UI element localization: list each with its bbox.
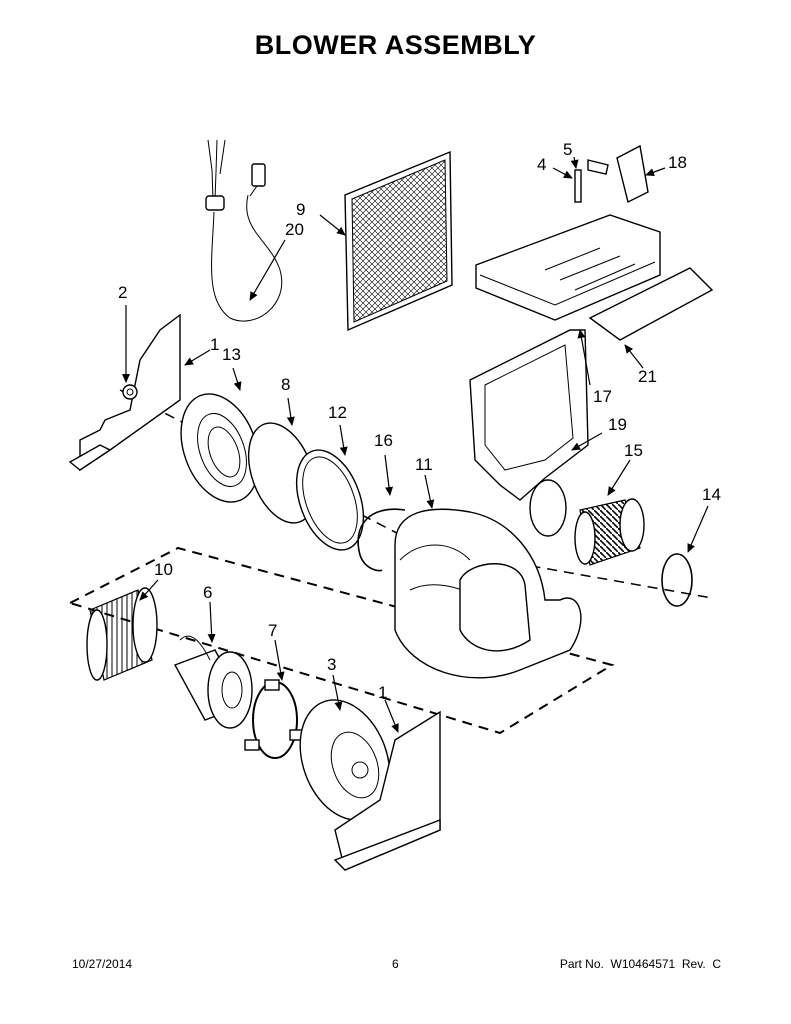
callout-6: 6: [203, 583, 212, 602]
callout-13: 13: [222, 345, 241, 364]
flex-duct: [574, 498, 645, 566]
callout-19: 19: [608, 415, 627, 434]
blower-wheel: [86, 587, 158, 681]
clamp-ring: [661, 553, 693, 607]
callout-15: 15: [624, 441, 643, 460]
grille-panel: [344, 150, 453, 332]
duct-frame: [469, 329, 589, 537]
footer-date: 10/27/2014: [72, 957, 133, 971]
duct-bracket: [475, 214, 661, 321]
screw-and-bolt: [574, 159, 609, 203]
footer-part-number: Part No. W10464571 Rev. C: [559, 957, 721, 971]
callout-labels: 20 9 2 1 13 8 12 16 11 5 4 18 17 21 19 1…: [118, 140, 721, 702]
callout-5: 5: [563, 140, 572, 159]
mounting-bracket-right: [333, 710, 441, 871]
callout-7: 7: [268, 621, 277, 640]
callout-11: 11: [415, 455, 433, 474]
callout-8: 8: [281, 375, 290, 394]
page-title: BLOWER ASSEMBLY: [254, 30, 537, 60]
callout-20: 20: [285, 220, 304, 239]
assembly-boundary-dashed: [67, 546, 615, 735]
footer-page-number: 6: [392, 957, 399, 971]
clip-bracket: [616, 144, 649, 204]
callout-leaders: [122, 156, 709, 733]
callout-4: 4: [537, 155, 546, 174]
motor-mount-clamp: [244, 679, 303, 759]
callout-17: 17: [593, 387, 612, 406]
seal-ring: [295, 449, 365, 551]
callout-12: 12: [328, 403, 347, 422]
callout-3: 3: [327, 655, 336, 674]
callout-21: 21: [638, 367, 657, 386]
callout-10: 10: [154, 560, 173, 579]
callout-14: 14: [702, 485, 721, 504]
rail: [588, 267, 714, 341]
callout-2: 2: [118, 283, 127, 302]
callout-16: 16: [374, 431, 393, 450]
blower-housing: [394, 508, 582, 679]
retaining-clip: [357, 508, 406, 572]
motor: [173, 635, 253, 729]
callout-18: 18: [668, 153, 687, 172]
callout-1-upper: 1: [210, 335, 219, 354]
mounting-bracket-left: [68, 313, 181, 472]
callout-1-lower: 1: [378, 683, 387, 702]
callout-9: 9: [296, 200, 305, 219]
power-cord: [205, 139, 283, 322]
center-axis-line: [119, 389, 713, 599]
